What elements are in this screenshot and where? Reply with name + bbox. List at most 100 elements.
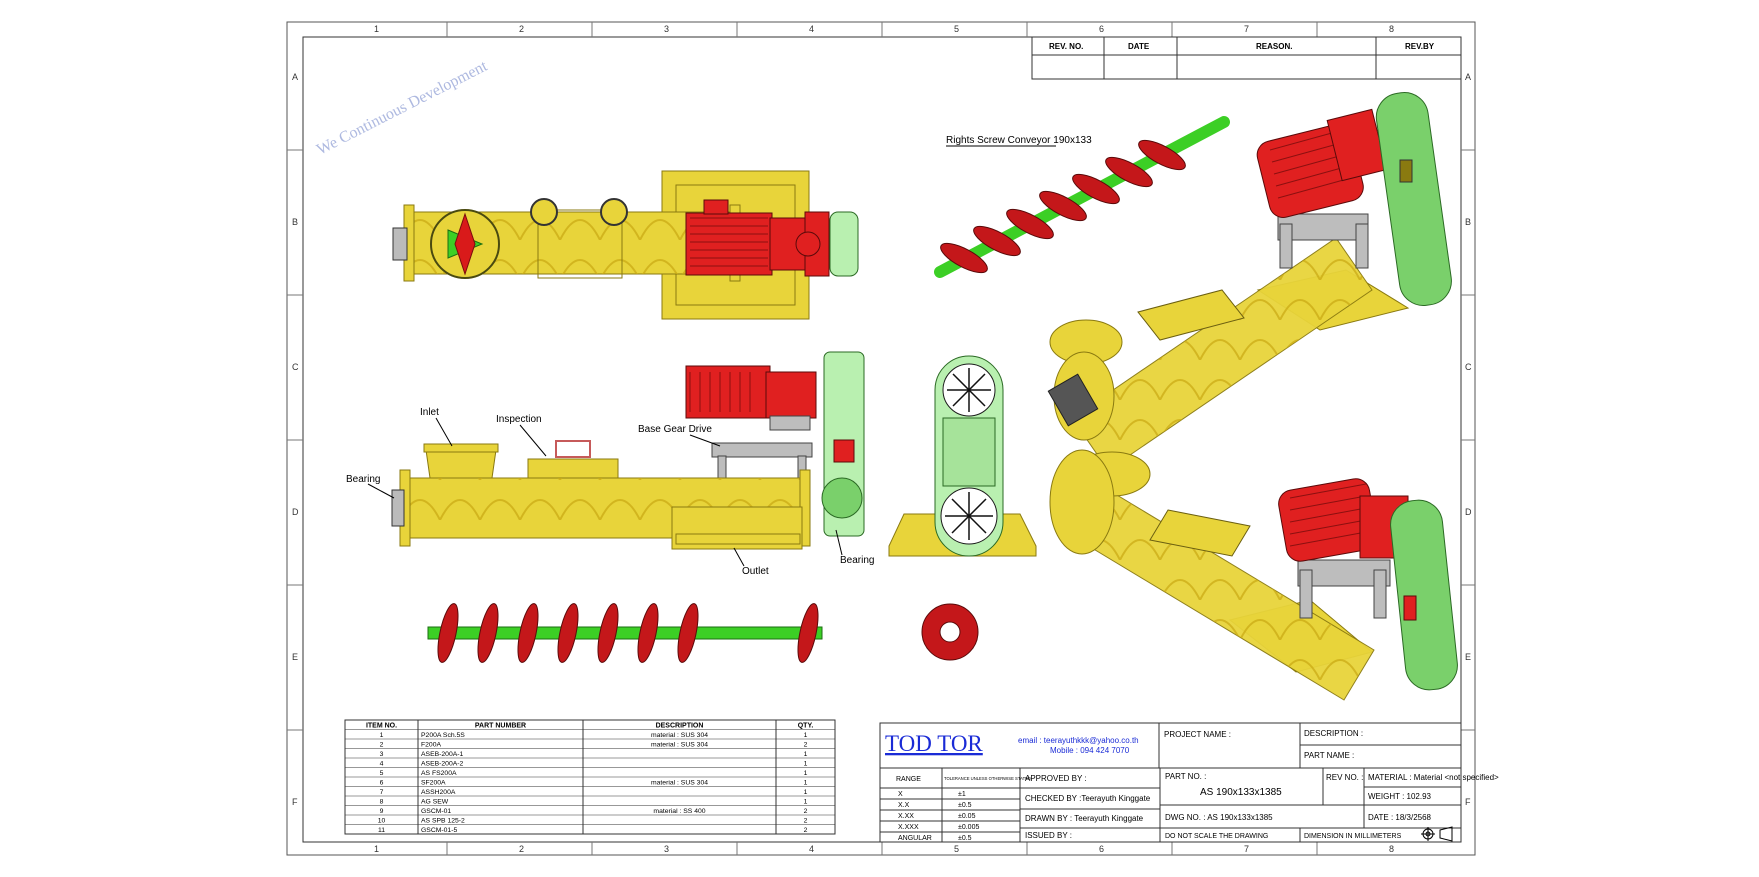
bom-cell: 3 bbox=[380, 751, 384, 758]
iso-view-upper bbox=[1047, 92, 1452, 471]
bom-cell: ASEB-200A-2 bbox=[421, 761, 464, 768]
frame-column-labels: 1 2 3 4 5 6 7 8 1 2 3 4 5 6 7 8 bbox=[374, 24, 1394, 854]
tolerance-value: ±0.5 bbox=[958, 802, 972, 809]
row-label-right: E bbox=[1465, 652, 1471, 662]
rev-no-label: REV NO. : bbox=[1326, 773, 1363, 782]
front-view-assembly bbox=[391, 351, 865, 550]
rev-header-rev-no: REV. NO. bbox=[1049, 42, 1083, 51]
weight-value: WEIGHT : 102.93 bbox=[1368, 792, 1432, 801]
bom-cell: 2 bbox=[804, 827, 808, 834]
row-label-right: F bbox=[1465, 797, 1471, 807]
col-label-bottom: 8 bbox=[1389, 844, 1394, 854]
bom-cell: material : SUS 304 bbox=[651, 780, 708, 787]
col-label-top: 2 bbox=[519, 24, 524, 34]
part-name-label: PART NAME : bbox=[1304, 751, 1354, 760]
projection-symbol-icon bbox=[1421, 826, 1453, 842]
callout-bearing-right: Bearing bbox=[840, 555, 874, 566]
bom-cell: AS SPB 125-2 bbox=[421, 818, 465, 825]
company-mobile: Mobile : 094 424 7070 bbox=[1050, 746, 1130, 755]
col-label-top: 7 bbox=[1244, 24, 1249, 34]
iso-upper-gear-guard bbox=[1375, 92, 1452, 306]
dwg-no-value: DWG NO. : AS 190x133x1385 bbox=[1165, 813, 1273, 822]
front-view-motor bbox=[685, 365, 771, 419]
bom-cell: 5 bbox=[380, 770, 384, 777]
frame-row-ticks bbox=[287, 149, 1475, 731]
checked-by: CHECKED BY :Teerayuth Kinggate bbox=[1025, 794, 1151, 803]
row-label-right: D bbox=[1465, 507, 1472, 517]
approved-by: APPROVED BY : bbox=[1025, 774, 1087, 783]
bom-cell: 11 bbox=[378, 827, 385, 834]
col-label-top: 1 bbox=[374, 24, 379, 34]
bom-cell: F200A bbox=[421, 742, 441, 749]
bom-cell: 1 bbox=[804, 789, 808, 796]
tolerance-value: ±0.005 bbox=[958, 824, 979, 831]
col-label-bottom: 2 bbox=[519, 844, 524, 854]
bom-cell: material : SS 400 bbox=[653, 808, 705, 815]
bom-cell: 1 bbox=[804, 761, 808, 768]
iso-lower-gear-guard bbox=[1390, 499, 1458, 691]
rev-header-rev-by: REV.BY bbox=[1405, 42, 1435, 51]
dimension-note: DIMENSION IN MILLIMETERS bbox=[1304, 833, 1402, 840]
row-label-left: E bbox=[292, 652, 298, 662]
bom-cell: 1 bbox=[380, 732, 384, 739]
tolerance-value: ±0.5 bbox=[958, 835, 972, 842]
bom-cell: GSCM-01 bbox=[421, 808, 451, 815]
bom-cell: 1 bbox=[804, 732, 808, 739]
tolerance-range: X bbox=[898, 791, 903, 798]
callout-bearing-left: Bearing bbox=[346, 474, 380, 485]
col-label-top: 3 bbox=[664, 24, 669, 34]
tolerance-value: ±0.05 bbox=[958, 813, 976, 820]
revision-table: REV. NO. DATE REASON. REV.BY bbox=[1031, 36, 1462, 80]
front-view-base-gear-drive bbox=[711, 442, 813, 458]
frame-column-ticks bbox=[446, 22, 1318, 855]
rev-header-reason: REASON. bbox=[1256, 42, 1292, 51]
callout-inspection: Inspection bbox=[496, 414, 542, 425]
row-label-left: D bbox=[292, 507, 299, 517]
bom-cell: 2 bbox=[380, 742, 384, 749]
bom-cell: 6 bbox=[380, 780, 384, 787]
side-view-assembly bbox=[888, 355, 1037, 557]
bom-cell: AG SEW bbox=[421, 799, 449, 806]
bom-cell: material : SUS 304 bbox=[651, 742, 708, 749]
col-label-bottom: 7 bbox=[1244, 844, 1249, 854]
col-label-bottom: 1 bbox=[374, 844, 379, 854]
bom-cell: 2 bbox=[804, 818, 808, 825]
callout-inlet: Inlet bbox=[420, 407, 439, 418]
bom-cell: 1 bbox=[804, 751, 808, 758]
callouts: Inlet Inspection Base Gear Drive Bearing… bbox=[346, 135, 1092, 577]
bom-cell: material : SUS 304 bbox=[651, 732, 708, 739]
tolerance-rows: X±1X.X±0.5X.XX±0.05X.XXX±0.005ANGULAR±0.… bbox=[898, 791, 979, 842]
bom-cell: AS FS200A bbox=[421, 770, 457, 777]
date-value: DATE : 18/3/2568 bbox=[1368, 813, 1432, 822]
row-label-left: F bbox=[292, 797, 298, 807]
bom-cell: 2 bbox=[804, 808, 808, 815]
bom-cell: GSCM-01-5 bbox=[421, 827, 457, 834]
bom-header-cell: PART NUMBER bbox=[475, 723, 526, 730]
row-label-right: A bbox=[1465, 72, 1471, 82]
bom-header-cell: DESCRIPTION bbox=[656, 723, 704, 730]
iso-view-lower bbox=[1049, 449, 1458, 701]
issued-by: ISSUED BY : bbox=[1025, 831, 1072, 840]
tolerance-range: X.XX bbox=[898, 813, 914, 820]
screw-isometric bbox=[934, 116, 1230, 278]
top-view-assembly bbox=[392, 170, 859, 320]
callout-base-gear-drive: Base Gear Drive bbox=[638, 424, 712, 435]
tolerance-range: X.X bbox=[898, 802, 910, 809]
callout-screw-title: Rights Screw Conveyor 190x133 bbox=[946, 135, 1092, 146]
bom-cell: ASSH200A bbox=[421, 789, 456, 796]
bom-table: ITEM NO. PART NUMBER DESCRIPTION QTY. 1 P200A… bbox=[344, 719, 836, 835]
bom-cell: 10 bbox=[378, 818, 386, 825]
top-view-motor bbox=[685, 212, 773, 276]
rev-header-date: DATE bbox=[1128, 42, 1150, 51]
part-no-value: AS 190x133x1385 bbox=[1200, 787, 1282, 798]
bom-cell: 7 bbox=[380, 789, 384, 796]
screw-flat bbox=[427, 603, 823, 663]
col-label-top: 5 bbox=[954, 24, 959, 34]
row-label-left: B bbox=[292, 217, 298, 227]
row-label-right: B bbox=[1465, 217, 1471, 227]
bom-header-cell: ITEM NO. bbox=[366, 723, 397, 730]
bom-cell: P200A Sch.5S bbox=[421, 732, 465, 739]
bom-cell: 4 bbox=[380, 761, 384, 768]
bom-header-cell: QTY. bbox=[798, 723, 814, 730]
